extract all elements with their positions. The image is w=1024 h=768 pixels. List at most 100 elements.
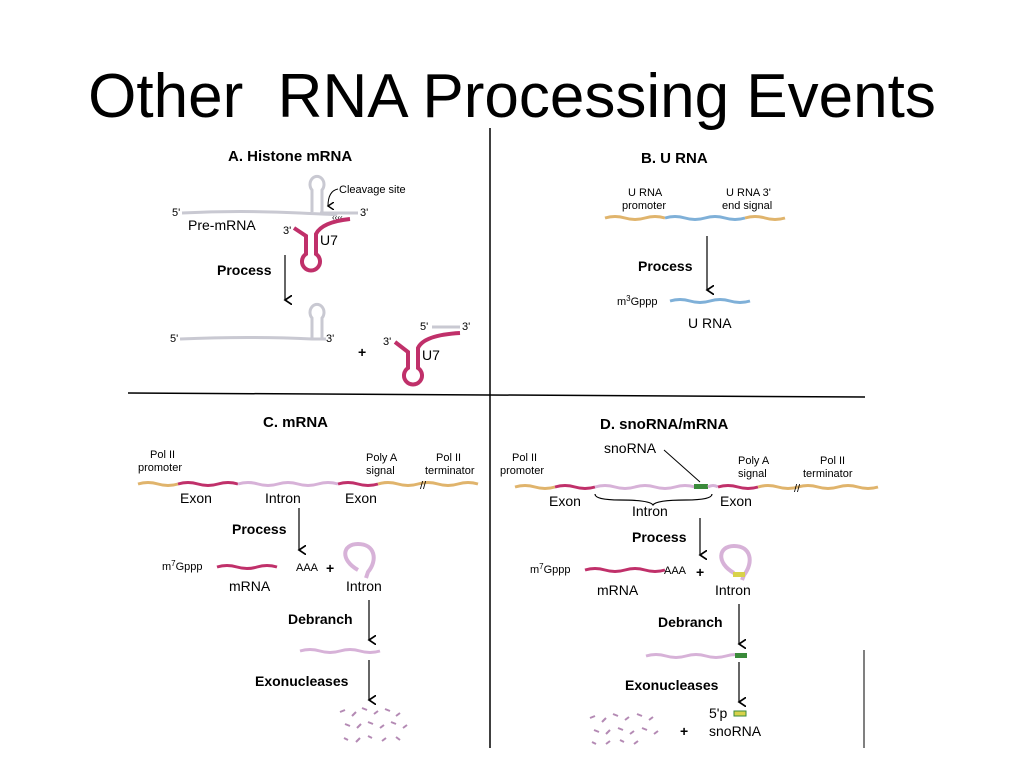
d-pol2-promoter-2: promoter (500, 465, 544, 477)
c-intron-lariat (343, 541, 376, 579)
c-pol2-term-1: Pol II (436, 452, 461, 464)
d-snorna-pointer (663, 449, 701, 483)
cleavage-arrow (328, 188, 339, 206)
panel-mrna: C. mRNA Pol II promoter Poly A signal Po… (137, 414, 479, 743)
panel-b-title: B. U RNA (641, 150, 708, 167)
d-mrna-strand (584, 567, 666, 573)
d-cap: m7Gppp (530, 562, 571, 577)
d-debranch-label: Debranch (658, 614, 723, 630)
u7-snrna (292, 217, 351, 273)
c-intron-lariat-label: Intron (346, 578, 382, 594)
pre-mrna-strand (181, 210, 358, 216)
u7b-label: U7 (422, 347, 440, 363)
c-polya-1: Poly A (366, 452, 398, 464)
histone-mrna-product (179, 336, 326, 341)
svg-text://: // (794, 483, 801, 495)
c-gene-exon2 (337, 481, 379, 487)
panel-a-title: A. Histone mRNA (228, 148, 352, 165)
pre-mrna-label: Pre-mRNA (188, 217, 256, 233)
u7b-three-prime: 3' (383, 336, 391, 348)
d-plus2: + (680, 723, 688, 739)
d-intron-lariat (719, 543, 752, 581)
c-gene-promoter (137, 481, 179, 487)
d-intron-lariat-label: Intron (715, 582, 751, 598)
c-mrna-strand (216, 564, 278, 570)
c-gene-exon1 (177, 481, 239, 487)
c-cap: m7Gppp (162, 559, 203, 574)
d-pol2-term-1: Pol II (820, 455, 845, 467)
d-process-label: Process (632, 529, 687, 545)
d-five-p-label: 5'p (709, 705, 727, 721)
product-three-prime: 3' (326, 333, 334, 345)
d-gene-exon2 (717, 484, 759, 490)
d-lariat-snorna (733, 572, 745, 577)
d-mrna-label: mRNA (597, 582, 639, 598)
horizontal-divider (127, 392, 866, 398)
stem-loop (308, 174, 326, 212)
c-process-label: Process (232, 521, 287, 537)
d-degraded-fragments (589, 713, 659, 745)
c-intron-label: Intron (265, 490, 301, 506)
d-gene-exon1 (554, 484, 596, 490)
d-intron-label: Intron (632, 503, 668, 519)
u-rna-promoter-1: U RNA (628, 187, 663, 199)
c-aaa: AAA (296, 562, 319, 574)
c-mrna-label: mRNA (229, 578, 271, 594)
panel-snorna-mrna: D. snoRNA/mRNA snoRNA Pol II promoter Po… (500, 416, 879, 745)
d-gene-intron (594, 484, 696, 490)
d-snorna-product (733, 710, 747, 717)
panel-a-five-prime: 5' (172, 207, 180, 219)
u7b-five-prime: 5' (420, 321, 428, 333)
d-aaa: AAA (664, 565, 687, 577)
c-pol2-term-2: terminator (425, 465, 475, 477)
c-linear-intron (299, 648, 381, 654)
panel-a-plus: + (358, 344, 366, 360)
u-rna-cap: m3Gppp (617, 294, 658, 309)
d-pol2-promoter-1: Pol II (512, 452, 537, 464)
d-polya-2: signal (738, 468, 767, 480)
slide-title: Other RNA Processing Events (88, 62, 936, 131)
c-polya-2: signal (366, 465, 395, 477)
c-pol2-promoter-2: promoter (138, 462, 182, 474)
panel-b-process-label: Process (638, 258, 693, 274)
c-pol2-promoter-1: Pol II (150, 449, 175, 461)
u-rna-product-strand (669, 298, 751, 304)
d-gene-intron-b (707, 484, 719, 489)
d-linear-intron (645, 653, 747, 659)
u-rna-gene-coding (664, 215, 746, 221)
d-snorna-label: snoRNA (709, 723, 762, 739)
d-linear-snorna (735, 653, 747, 658)
d-snorna-pointer-label: snoRNA (604, 440, 657, 456)
d-gene-terminator (757, 484, 879, 490)
d-exon1-label: Exon (549, 493, 581, 509)
u7b-three-prime-b: 3' (462, 321, 470, 333)
d-intron-brace (594, 493, 713, 507)
cleavage-site-label: Cleavage site (339, 184, 406, 196)
u7-three-prime: 3' (283, 225, 291, 237)
d-exon2-label: Exon (720, 493, 752, 509)
u-rna-end-1: U RNA 3' (726, 187, 771, 199)
panel-d-title: D. snoRNA/mRNA (600, 416, 729, 433)
u-rna-gene-right (744, 215, 786, 221)
c-gene-terminator (377, 481, 479, 487)
panel-histone-mrna: A. Histone mRNA 5' 3' Cleavage site ‹‹‹‹… (170, 148, 470, 387)
panel-c-title: C. mRNA (263, 414, 328, 431)
c-degraded-fragments (339, 707, 408, 743)
panel-a-three-prime: 3' (360, 207, 368, 219)
product-five-prime: 5' (170, 333, 178, 345)
u-rna-end-2: end signal (722, 200, 772, 212)
u-rna-promoter-2: promoter (622, 200, 666, 212)
u-rna-product-label: U RNA (688, 315, 732, 331)
d-exonucleases-label: Exonucleases (625, 677, 719, 693)
panel-u-rna: B. U RNA U RNA promoter U RNA 3' end sig… (604, 150, 786, 331)
c-exon1-label: Exon (180, 490, 212, 506)
u7b-snrna (393, 331, 461, 387)
panel-a-process-label: Process (217, 262, 272, 278)
c-gene-intron (237, 481, 339, 487)
product-stem-loop (308, 302, 326, 338)
c-exon2-label: Exon (345, 490, 377, 506)
c-debranch-label: Debranch (288, 611, 353, 627)
svg-text:‹‹‹‹: ‹‹‹‹ (332, 213, 343, 222)
d-snorna-segment (694, 484, 708, 489)
